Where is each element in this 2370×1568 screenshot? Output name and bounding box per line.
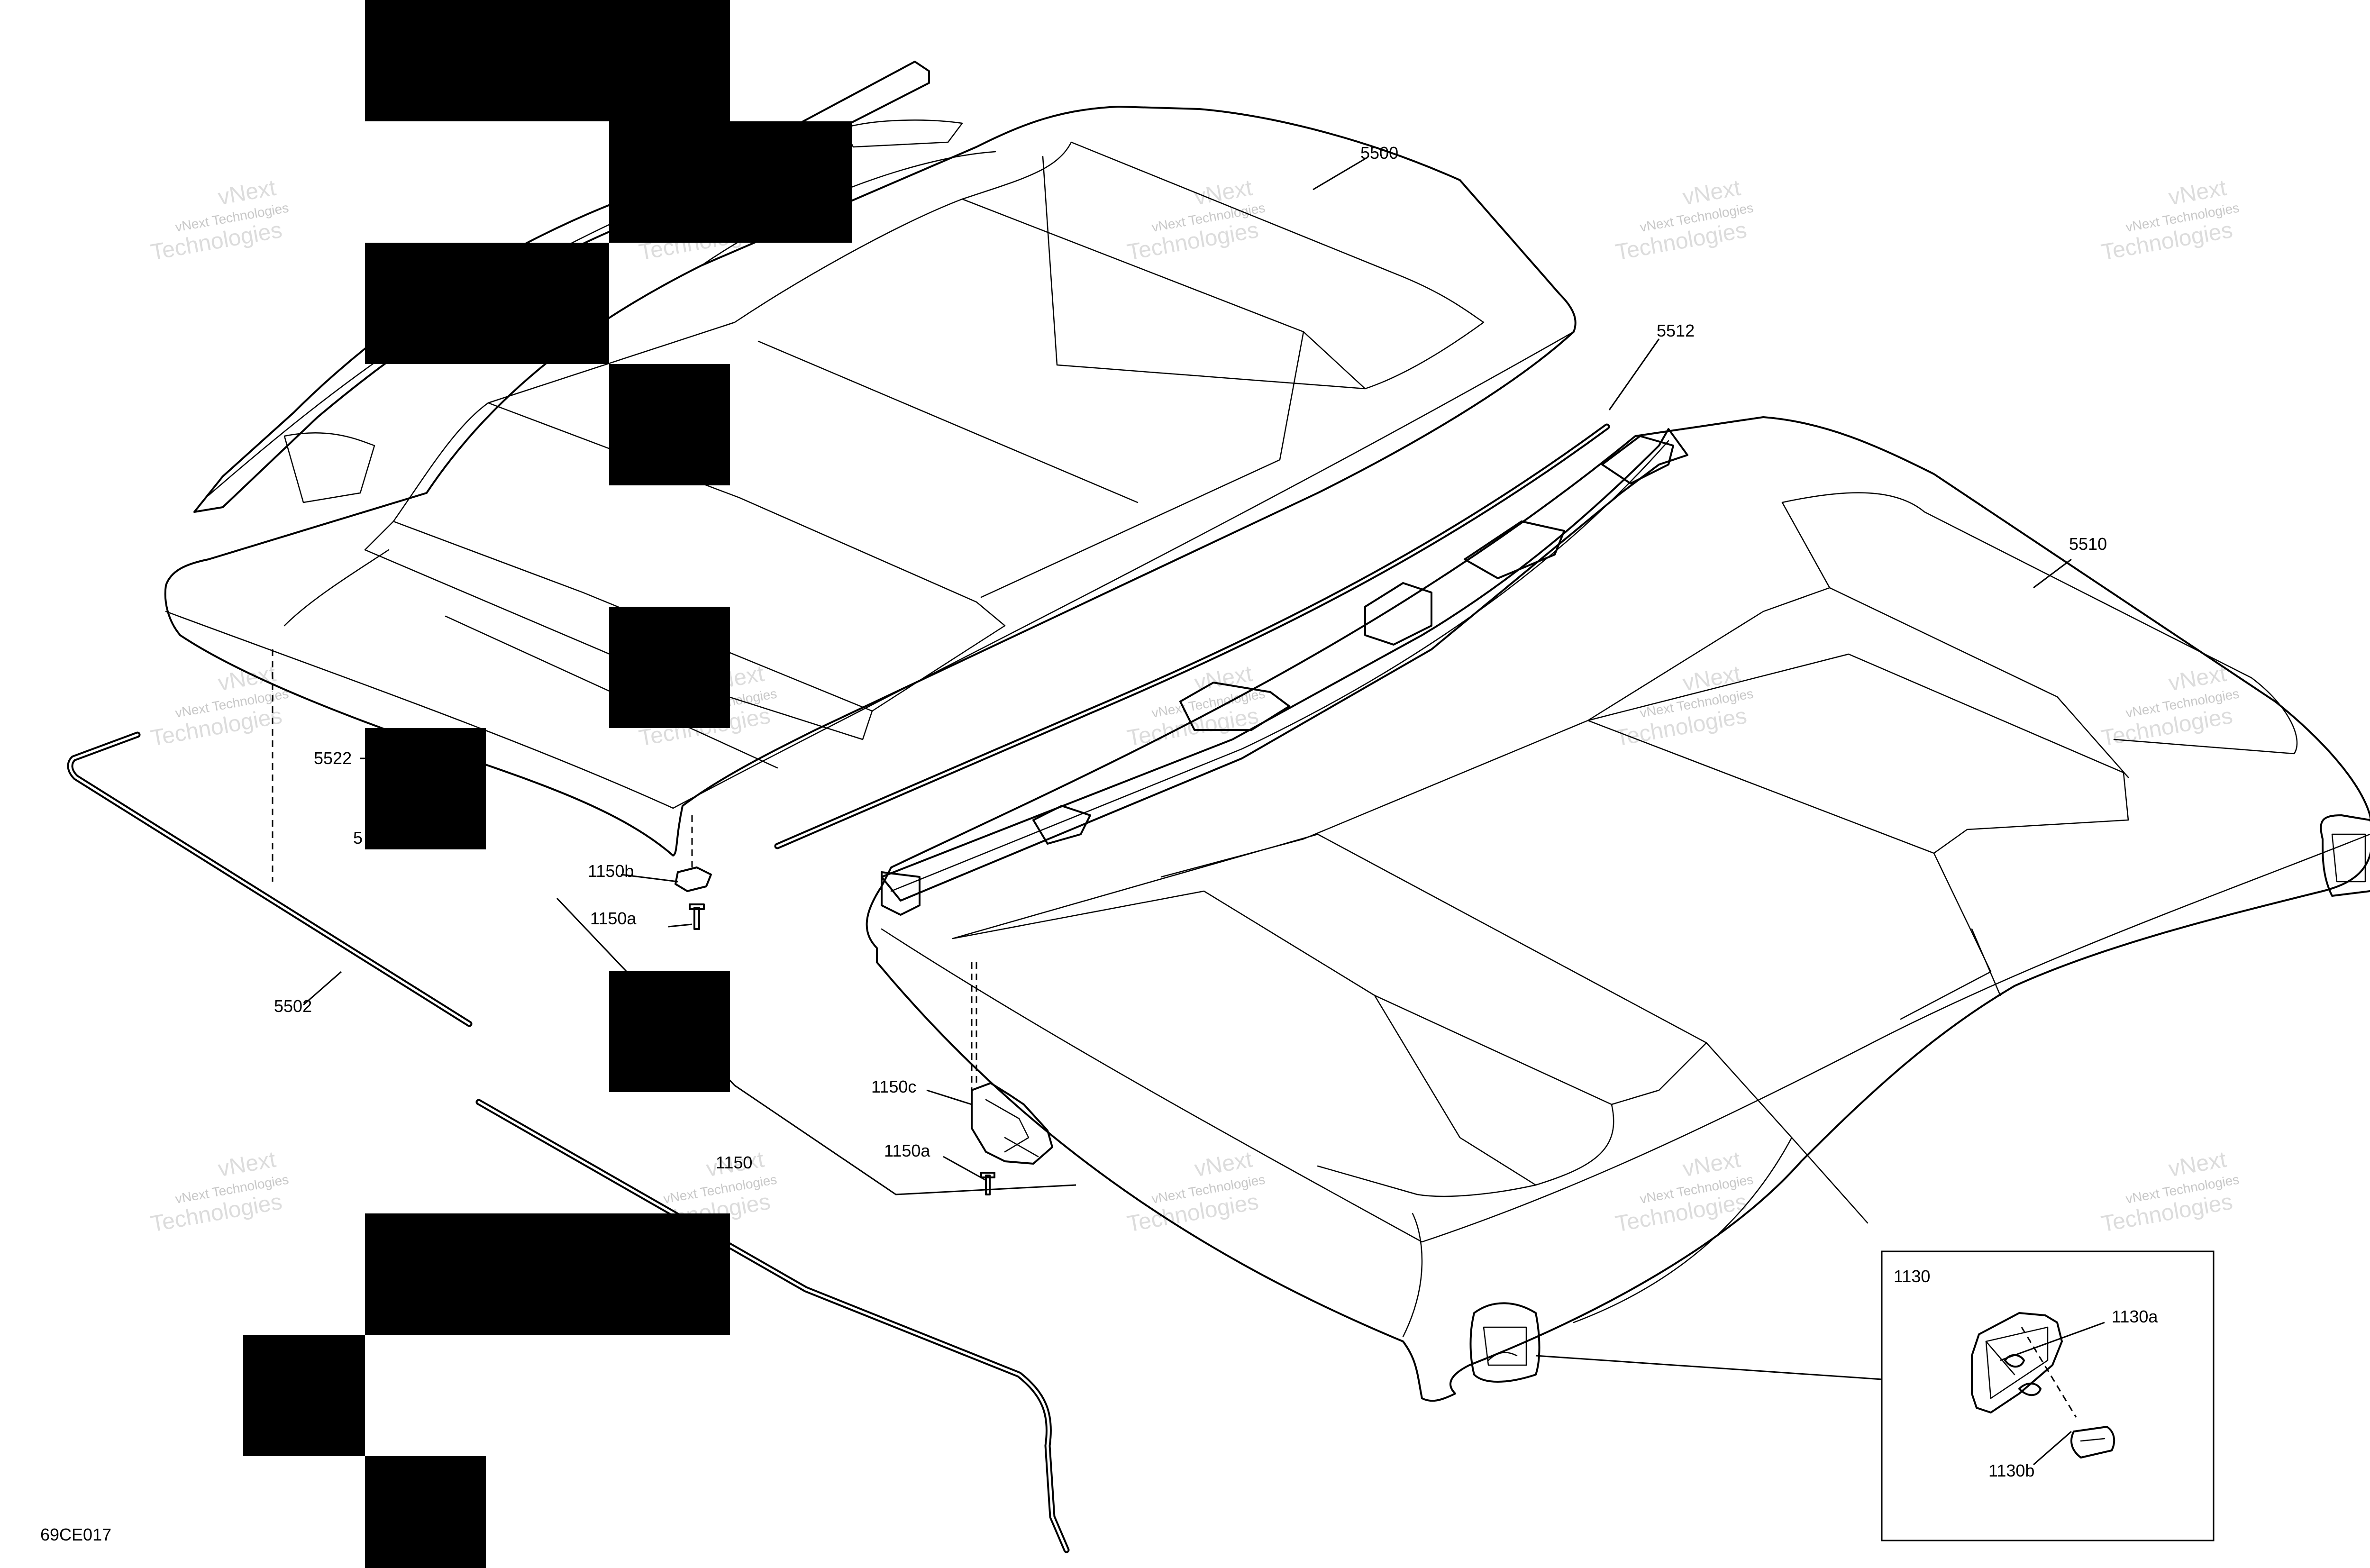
drawing-id: 69CE017	[40, 1525, 111, 1544]
callout-1150b: 1150b	[588, 861, 634, 881]
bracket-1150c	[971, 1082, 1053, 1165]
callout-5522: 5522	[314, 748, 352, 768]
callout-labels: 5500 5512 5510 5522 5 1150b 1150a 5502 1…	[40, 143, 2158, 1544]
callout-5502: 5502	[274, 996, 312, 1016]
redaction-blocks	[243, 0, 852, 1568]
screw-1150a-lower	[980, 1172, 995, 1195]
callout-1150a-upper: 1150a	[590, 909, 637, 928]
callout-5510: 5510	[2069, 534, 2107, 554]
callout-1150a-lower: 1150a	[884, 1141, 930, 1160]
callout-5512: 5512	[1657, 321, 1695, 340]
seal-strip-lower	[475, 1099, 1070, 1553]
callout-1130a: 1130a	[2112, 1307, 2158, 1326]
callout-1150c: 1150c	[871, 1077, 916, 1096]
seal-strip-5502	[67, 731, 473, 1027]
roof-panel-5500	[164, 106, 1577, 857]
roof-panel-5510	[866, 416, 2370, 1402]
callout-5522-partial: 5	[353, 828, 363, 848]
clip-1150b	[675, 866, 712, 892]
callout-5500: 5500	[1360, 143, 1398, 163]
callout-1150: 1150	[716, 1153, 752, 1172]
screw-1150a-upper	[689, 903, 705, 930]
detail-box-1130	[1881, 1250, 2215, 1541]
detail-box-label: 1130	[1894, 1267, 1930, 1286]
seal-strip-5512	[774, 423, 1610, 849]
callout-1130b: 1130b	[1988, 1461, 2034, 1480]
